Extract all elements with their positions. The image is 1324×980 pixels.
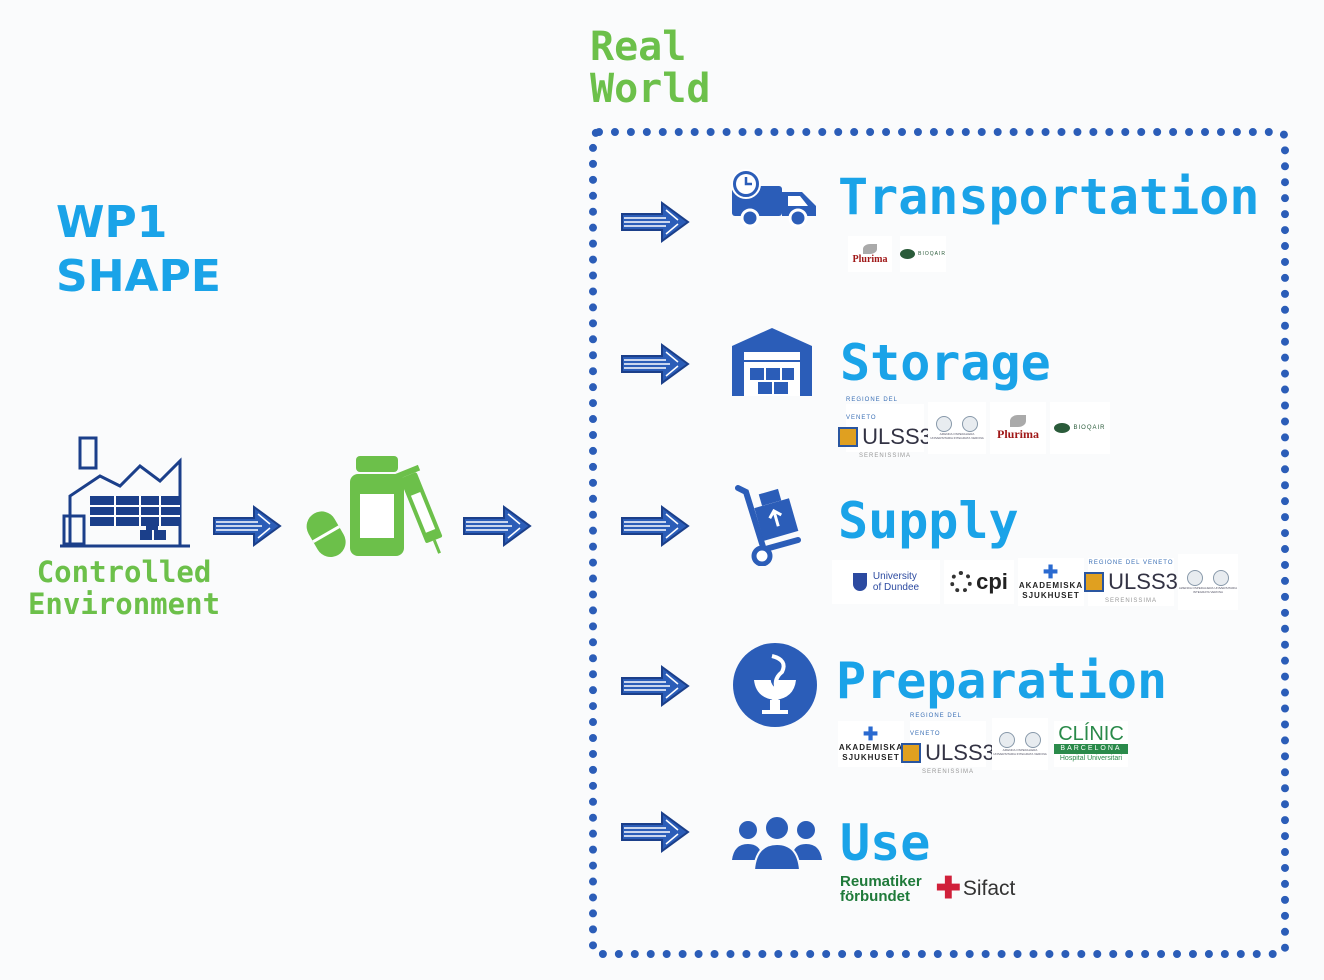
real-world-title: Real World [590,26,710,110]
dundee-line1: University [872,571,917,582]
wp-title: WP1 SHAPE [56,196,221,304]
ulss3-sub: SERENISSIMA [921,769,974,775]
ulss3-shield-icon [1084,572,1105,592]
logo-akademiska: ✚ AKADEMISKA SJUKHUSET [838,721,904,767]
logos-use: Reumatiker förbundet ✚ Sifact [840,872,1016,905]
seal-icon [1213,570,1229,586]
real-world-line2: World [590,66,711,112]
medicine-icon [306,456,443,558]
seal-icon [962,416,978,432]
logo-reumatikerforbundet: Reumatiker förbundet [840,874,922,904]
stage-label-transportation: Transportation [838,168,1260,226]
dundee-line2: of Dundee [872,582,920,593]
controlled-environment-label: Controlled Environment [22,556,226,620]
arrow-icon [462,504,532,548]
wp-title-line1: WP1 [56,197,168,248]
plurima-leaf-icon [863,243,877,254]
people-group-icon [732,816,822,871]
verona-text: AZIENDA OSPEDALIERA UNIVERSITARIA INTEGR… [1178,586,1238,594]
bioqair-text: BIOQAIR [918,251,946,257]
clinic-bar: BARCELONA [1054,744,1128,754]
ulss3-shield-icon [901,743,922,763]
warehouse-icon [732,328,812,396]
ulss3-shield-icon [838,427,859,447]
dundee-crest-icon [852,573,867,591]
reum-line1: Reumatiker [840,873,922,890]
ulss3-region: REGIONE DEL VENETO [846,397,898,421]
pharmacy-symbol-icon [733,643,817,727]
cpi-text: cpi [976,569,1008,594]
stage-label-use: Use [840,814,931,872]
akademiska-line1: AKADEMISKA [838,743,904,752]
logo-bioqair: BIOQAIR [1050,402,1110,454]
seal-icon [999,732,1015,748]
arrow-icon [212,504,282,548]
logo-ulss3: REGIONE DEL VENETO ULSS3 SERENISSIMA [838,397,932,459]
akademiska-line2: SJUKHUSET [1022,591,1080,600]
bioqair-text: BIOQAIR [1073,425,1106,431]
logo-sifact: ✚ Sifact [935,872,1016,905]
seal-icon [936,416,952,432]
sifact-text: Sifact [962,877,1016,900]
logo-verona: AZIENDA OSPEDALIERA UNIVERSITARIA INTEGR… [1178,554,1238,610]
logo-akademiska: ✚ AKADEMISKA SJUKHUSET [1018,558,1084,606]
controlled-line1: Controlled [36,555,212,589]
logos-supply: University of Dundee cpi ✚ AKADEMISKA SJ… [832,554,1238,610]
arrow-icon [620,664,690,708]
arrow-icon [620,810,690,854]
logos-preparation: ✚ AKADEMISKA SJUKHUSET REGIONE DEL VENET… [838,713,1128,775]
ulss3-text: ULSS3 [862,424,932,449]
plurima-text: Plurima [997,426,1039,441]
arrow-icon [620,342,690,386]
sifact-cross-icon: ✚ [935,872,961,905]
clinic-text: CLÍNIC [1058,723,1124,745]
arrow-icon [620,200,690,244]
logo-plurima: Plurima [848,236,892,272]
hand-truck-icon [735,485,801,566]
stage-label-storage: Storage [840,334,1051,392]
reum-line2: förbundet [840,888,910,905]
bioqair-mark-icon [1054,423,1071,433]
logo-verona: AZIENDA OSPEDALIERA UNIVERSITARIA INTEGR… [928,402,986,454]
verona-text: AZIENDA OSPEDALIERA UNIVERSITARIA INTEGR… [993,748,1047,756]
ulss3-region: REGIONE DEL VENETO [910,713,962,737]
logo-bioqair: BIOQAIR [900,236,946,272]
verona-text: AZIENDA OSPEDALIERA UNIVERSITARIA INTEGR… [930,432,984,440]
logo-dundee: University of Dundee [832,560,940,604]
akademiska-cross-icon: ✚ [862,724,880,744]
delivery-truck-icon [731,169,816,228]
real-world-frame [589,128,1289,958]
plurima-leaf-icon [1010,414,1026,427]
wp-title-line2: SHAPE [56,251,221,302]
ulss3-text: ULSS3 [1108,569,1178,594]
cpi-ring-icon [950,571,973,593]
stage-label-preparation: Preparation [836,652,1168,710]
seal-icon [1025,732,1041,748]
logo-cpi: cpi [944,560,1014,604]
plurima-text: Plurima [852,253,888,265]
real-world-line1: Real [590,24,687,70]
akademiska-line1: AKADEMISKA [1018,581,1084,590]
logos-transportation: Plurima BIOQAIR [848,236,946,272]
logo-ulss3: REGIONE DEL VENETO ULSS3 SERENISSIMA [1084,558,1178,606]
ulss3-sub: SERENISSIMA [1104,598,1157,604]
bioqair-mark-icon [900,249,916,259]
logo-clinic: CLÍNIC BARCELONA Hospital Universitari [1054,721,1128,767]
ulss3-text: ULSS3 [925,740,995,765]
logos-storage: REGIONE DEL VENETO ULSS3 SERENISSIMA AZI… [838,397,1110,459]
seal-icon [1187,570,1203,586]
clinic-sub: Hospital Universitari [1059,755,1123,762]
logo-ulss3: REGIONE DEL VENETO ULSS3 SERENISSIMA [901,713,995,775]
arrow-icon [620,504,690,548]
ulss3-sub: SERENISSIMA [858,453,911,459]
ulss3-region: REGIONE DEL VENETO [1088,560,1174,566]
stage-label-supply: Supply [838,492,1019,550]
akademiska-cross-icon: ✚ [1042,562,1060,582]
factory-icon [60,436,190,548]
logo-verona: AZIENDA OSPEDALIERA UNIVERSITARIA INTEGR… [992,718,1048,770]
akademiska-line2: SJUKHUSET [842,753,900,762]
controlled-line2: Environment [27,587,221,621]
logo-plurima: Plurima [990,402,1046,454]
